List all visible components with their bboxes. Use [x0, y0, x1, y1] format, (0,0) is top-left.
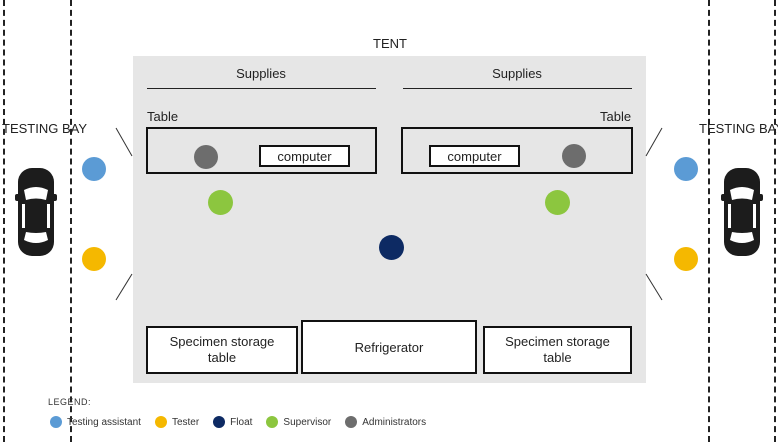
testing-assistant-right: [674, 157, 698, 181]
legend-dot-tester: [154, 416, 167, 428]
legend-item-supervisor: Supervisor: [266, 416, 331, 428]
legend-item-float: Float: [213, 416, 252, 428]
legend-label-testing-assistant: Testing assistant: [67, 416, 141, 428]
administrator-left: [194, 145, 218, 169]
legend-dot-supervisor: [266, 416, 279, 428]
legend-label-administrators: Administrators: [362, 416, 427, 428]
supplies-left-line: [147, 88, 376, 89]
testing-assistant-left: [82, 157, 106, 181]
float: [379, 235, 404, 260]
specimen-storage-table-right: Specimen storage table: [483, 326, 632, 374]
entrance-line-right-bottom: [645, 273, 663, 301]
computer-right: computer: [429, 145, 520, 167]
entrance-line-left-top: [115, 127, 133, 157]
supplies-left-label: Supplies: [236, 66, 286, 81]
testing-bay-left-label: TESTING BAY: [2, 121, 87, 136]
legend-item-testing-assistant: Testing assistant: [50, 416, 141, 428]
entrance-line-right-top: [645, 127, 663, 157]
car-left-icon: [15, 168, 57, 256]
legend-dot-float: [213, 416, 226, 428]
lane-line-right-inner: [708, 0, 710, 442]
lane-line-right-outer: [774, 0, 776, 442]
entrance-line-left-bottom: [115, 273, 133, 301]
supervisor-left: [208, 190, 233, 215]
legend-label-tester: Tester: [171, 416, 200, 428]
testing-bay-right-label: TESTING BAY: [699, 121, 778, 136]
lane-line-left-outer: [3, 0, 5, 442]
tester-left: [82, 247, 106, 271]
supervisor-right: [545, 190, 570, 215]
tent-title: TENT: [373, 36, 407, 51]
refrigerator: Refrigerator: [301, 320, 477, 374]
legend-label-float: Float: [230, 416, 253, 428]
legend-item-administrators: Administrators: [345, 416, 426, 428]
car-right-icon: [721, 168, 763, 256]
legend-dot-administrators: [345, 416, 358, 428]
computer-left: computer: [259, 145, 350, 167]
table-right-label: Table: [600, 109, 632, 124]
table-left: [146, 127, 377, 174]
legend: Testing assistant Tester Float Superviso…: [50, 416, 440, 428]
administrator-right: [562, 144, 586, 168]
lane-line-left-inner: [70, 0, 72, 442]
legend-title: LEGEND:: [48, 397, 92, 407]
table-right: [401, 127, 633, 174]
supplies-right-line: [403, 88, 632, 89]
legend-label-supervisor: Supervisor: [283, 416, 332, 428]
tester-right: [674, 247, 698, 271]
supplies-right-label: Supplies: [492, 66, 542, 81]
legend-dot-testing-assistant: [50, 416, 62, 428]
specimen-storage-table-left: Specimen storage table: [146, 326, 298, 374]
legend-item-tester: Tester: [154, 416, 200, 428]
table-left-label: Table: [147, 109, 179, 124]
